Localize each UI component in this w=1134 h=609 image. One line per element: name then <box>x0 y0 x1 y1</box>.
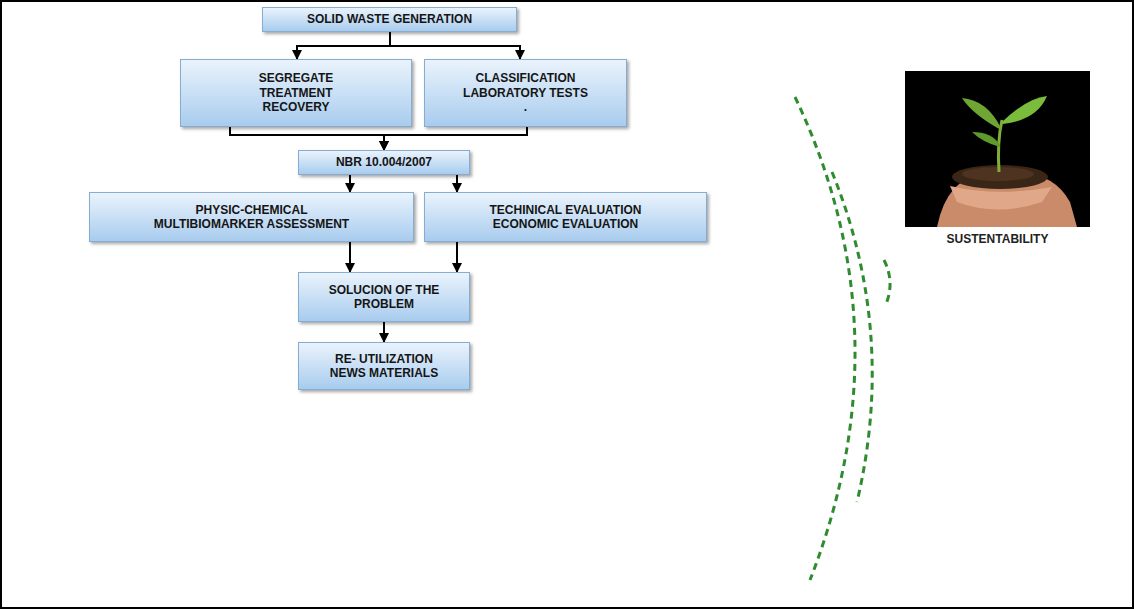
text-group: TECHINICAL EVALUATION ECONOMIC EVALUATIO… <box>478 203 653 232</box>
arrow-connector <box>297 32 390 59</box>
arrow-connector <box>349 175 351 192</box>
text-group: SOLID WASTE GENERATION <box>307 12 472 26</box>
process-box: SEGREGATE TREATMENT RECOVERY <box>180 59 412 127</box>
box-label: PHYSIC-CHEMICAL MULTIBIOMARKER ASSESSMEN… <box>142 203 362 232</box>
text-group: NBR 10.004/2007 <box>336 155 432 169</box>
dashed-arc <box>884 260 890 304</box>
text-group: SEGREGATE TREATMENT RECOVERY <box>246 71 346 114</box>
process-box: SOLID WASTE GENERATION <box>262 7 517 32</box>
process-box: CLASSIFICATION LABORATORY TESTS . <box>424 59 627 127</box>
box-label: SOLUCION OF THE PROBLEM <box>319 283 449 312</box>
arrow-connector <box>349 242 351 272</box>
text-group: CLASSIFICATION LABORATORY TESTS . <box>461 71 591 114</box>
process-box: SOLUCION OF THE PROBLEM <box>298 272 470 322</box>
plant-photo <box>905 71 1090 227</box>
arrow-connector <box>456 175 458 192</box>
arrow-connector <box>456 242 458 272</box>
dashed-arc <box>795 97 855 580</box>
arrow-connector <box>383 322 385 342</box>
text-group: PHYSIC-CHEMICAL MULTIBIOMARKER ASSESSMEN… <box>142 203 362 232</box>
box-label: RE- UTILIZATION NEWS MATERIALS <box>322 352 447 381</box>
caption-label: SUSTENTABILITY <box>905 232 1090 246</box>
arrow-connector <box>390 32 520 59</box>
dashed-arcs <box>795 97 890 580</box>
box-label: SEGREGATE TREATMENT RECOVERY <box>246 71 346 114</box>
arrow-connector <box>230 127 384 150</box>
process-box: RE- UTILIZATION NEWS MATERIALS <box>298 342 470 390</box>
box-label: TECHINICAL EVALUATION ECONOMIC EVALUATIO… <box>478 203 653 232</box>
box-label: CLASSIFICATION LABORATORY TESTS . <box>461 71 591 114</box>
box-label: SOLID WASTE GENERATION <box>307 12 472 26</box>
process-box: NBR 10.004/2007 <box>298 150 470 175</box>
text-group: RE- UTILIZATION NEWS MATERIALS <box>322 352 447 381</box>
process-box: PHYSIC-CHEMICAL MULTIBIOMARKER ASSESSMEN… <box>89 192 414 242</box>
text-group: SOLUCION OF THE PROBLEM <box>319 283 449 312</box>
arrow-connector <box>384 127 527 150</box>
dashed-arc <box>832 172 872 502</box>
process-box: TECHINICAL EVALUATION ECONOMIC EVALUATIO… <box>424 192 707 242</box>
box-label: NBR 10.004/2007 <box>336 155 432 169</box>
